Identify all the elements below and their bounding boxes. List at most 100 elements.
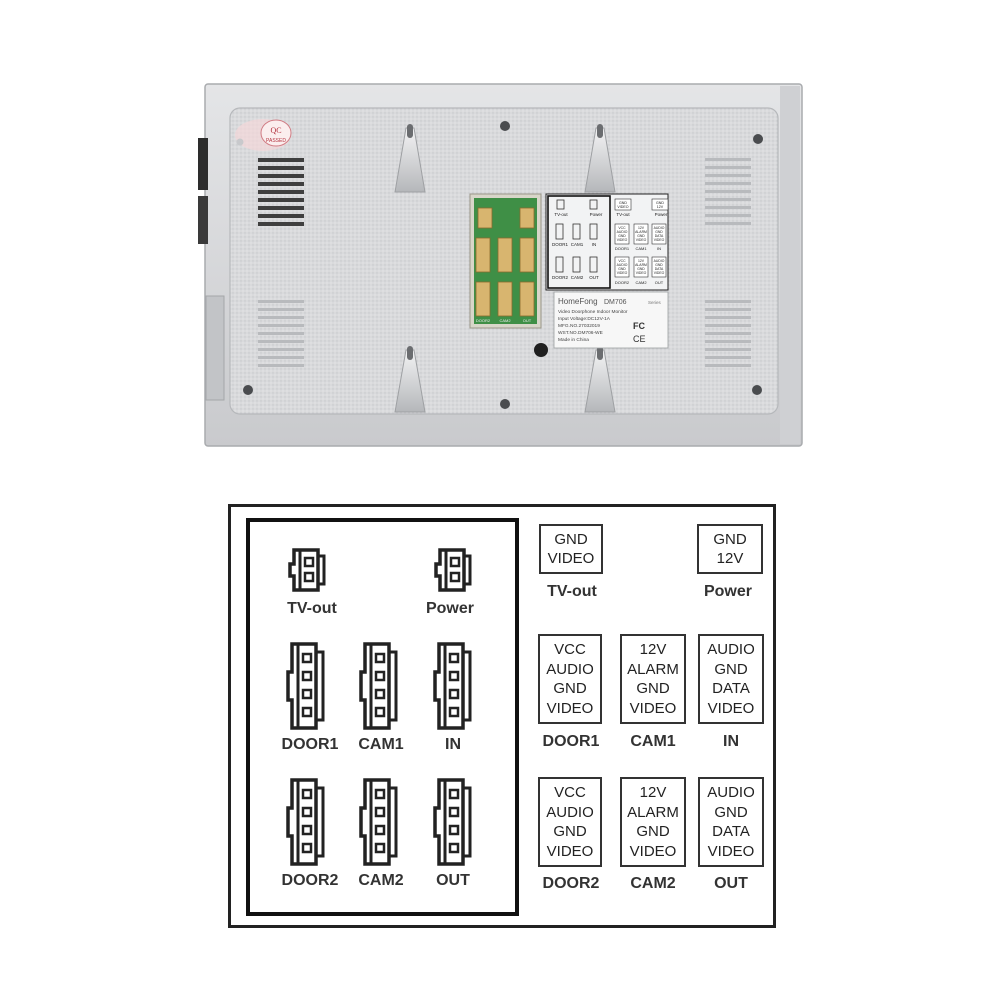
svg-text:OUT: OUT: [523, 318, 532, 323]
svg-text:TV-out: TV-out: [554, 212, 568, 217]
connector-label-in: IN: [445, 736, 461, 753]
pcb-connector: [497, 237, 513, 273]
connector-cam2-icon: [359, 778, 398, 866]
connector-label-door2: DOOR2: [281, 872, 339, 889]
wall-mount-slots: [394, 124, 616, 413]
pinout-label-door1: DOOR1: [542, 733, 600, 750]
pin-label: GND: [714, 660, 748, 678]
svg-text:OUT: OUT: [655, 280, 664, 285]
pin-label: VIDEO: [629, 699, 677, 717]
svg-text:MFG.NO.27032019: MFG.NO.27032019: [558, 323, 600, 329]
svg-text:ALARM: ALARM: [635, 230, 647, 234]
pin-label: 12V: [716, 550, 744, 567]
pinout-box-tvout: GND VIDEO: [539, 524, 603, 574]
pinout-label-power: Power: [703, 583, 752, 600]
pcb-connector: [475, 237, 491, 273]
svg-text:DOOR1: DOOR1: [615, 246, 630, 251]
housing-right-edge: [780, 86, 800, 444]
svg-text:GND: GND: [655, 263, 663, 267]
monitor-back-photo: QC PASSED: [198, 83, 803, 447]
pinout-box-door1: VCC AUDIO GND VIDEO: [538, 634, 602, 724]
svg-text:GND: GND: [618, 234, 626, 238]
connector-label-power: Power: [425, 600, 474, 617]
pin-label: 12V: [639, 641, 667, 658]
connector-out-icon: [433, 778, 472, 866]
svg-text:WST.NO.DM706-WE: WST.NO.DM706-WE: [558, 330, 603, 336]
pcb-connector: [477, 207, 493, 229]
pin-label: GND: [553, 680, 587, 697]
pinout-label-cam1: CAM1: [630, 733, 676, 750]
svg-text:CAM2: CAM2: [571, 275, 584, 280]
pin-label: AUDIO: [707, 641, 755, 658]
svg-text:IN: IN: [657, 246, 661, 251]
case-wiring-label: TV-out Power DOOR1 CAM1 IN DOOR2 CAM2 OU…: [545, 193, 669, 291]
svg-text:GND: GND: [637, 234, 645, 238]
connector-door2-icon: [286, 778, 325, 866]
svg-text:GND: GND: [619, 201, 627, 205]
svg-text:ALARM: ALARM: [635, 263, 647, 267]
svg-text:AUDIO: AUDIO: [617, 230, 628, 234]
pin-label: GND: [554, 530, 588, 548]
pinout-label-out: OUT: [714, 875, 748, 892]
pin-label: GND: [636, 823, 670, 840]
side-ridge: [205, 295, 225, 401]
svg-text:CAM2: CAM2: [499, 318, 511, 323]
svg-text:Made in China: Made in China: [558, 337, 589, 343]
connector-label-tvout: TV-out: [287, 600, 337, 617]
connector-label-door1: DOOR1: [281, 736, 339, 753]
pinout-box-cam2: 12V ALARM GND VIDEO: [620, 777, 686, 867]
svg-text:12V: 12V: [657, 205, 664, 209]
svg-text:HomeFong: HomeFong: [558, 297, 598, 306]
svg-text:DOOR1: DOOR1: [552, 242, 569, 247]
svg-text:Input Voltage:DC12V-1A: Input Voltage:DC12V-1A: [558, 316, 611, 322]
connector-power-icon: [434, 548, 472, 592]
svg-text:VIDEO: VIDEO: [654, 238, 665, 242]
pin-label: VIDEO: [629, 842, 677, 860]
svg-text:DATA: DATA: [655, 234, 664, 238]
pinout-label-tvout: TV-out: [547, 583, 597, 600]
svg-text:VIDEO: VIDEO: [617, 271, 628, 275]
svg-text:GND: GND: [618, 267, 626, 271]
side-button-top: [198, 138, 208, 190]
svg-text:Series: Series: [648, 300, 662, 305]
svg-text:GND: GND: [656, 201, 664, 205]
pcb-connector: [475, 281, 491, 317]
connector-layout-panel: TV-out Power DOOR1 CAM1 IN DOOR2 CAM2 OU…: [246, 518, 519, 916]
pinout-label-in: IN: [723, 733, 739, 750]
svg-text:Video Doorphone Indoor Monitor: Video Doorphone Indoor Monitor: [558, 309, 628, 315]
pin-label: ALARM: [627, 660, 679, 678]
screw: [500, 121, 510, 131]
nameplate: HomeFong DM706 Series Video Doorphone In…: [553, 291, 669, 349]
pin-label: GND: [553, 823, 587, 840]
pin-label: VIDEO: [547, 550, 595, 567]
screw: [243, 385, 253, 395]
svg-text:VCC: VCC: [618, 259, 626, 263]
pin-label: VIDEO: [707, 699, 755, 717]
connector-in-icon: [433, 642, 472, 730]
svg-text:VIDEO: VIDEO: [654, 271, 665, 275]
pin-label: VIDEO: [707, 842, 755, 860]
connector-label-cam1: CAM1: [358, 736, 404, 753]
speaker-grille-right-bottom: [705, 300, 751, 367]
svg-text:TV-out: TV-out: [616, 212, 630, 217]
pin-label: VIDEO: [546, 842, 594, 860]
pin-label: AUDIO: [546, 660, 594, 678]
svg-text:QC: QC: [270, 126, 281, 135]
svg-text:12V: 12V: [638, 259, 645, 263]
pcb-connector: [497, 281, 513, 317]
svg-text:IN: IN: [592, 242, 597, 247]
svg-text:AUDIO: AUDIO: [654, 226, 665, 230]
mounting-hole: [534, 343, 548, 357]
svg-text:FC: FC: [633, 321, 645, 331]
svg-text:CAM2: CAM2: [635, 280, 647, 285]
pinout-box-power: GND 12V: [697, 524, 763, 574]
svg-text:VIDEO: VIDEO: [636, 271, 647, 275]
pin-label: 12V: [639, 784, 667, 801]
screw: [752, 385, 762, 395]
connector-tvout-icon: [288, 548, 326, 592]
svg-text:OUT: OUT: [589, 275, 599, 280]
svg-text:VIDEO: VIDEO: [617, 205, 628, 209]
pinout-box-cam1: 12V ALARM GND VIDEO: [620, 634, 686, 724]
screws: [236, 121, 763, 409]
svg-text:PASSED: PASSED: [266, 138, 286, 144]
